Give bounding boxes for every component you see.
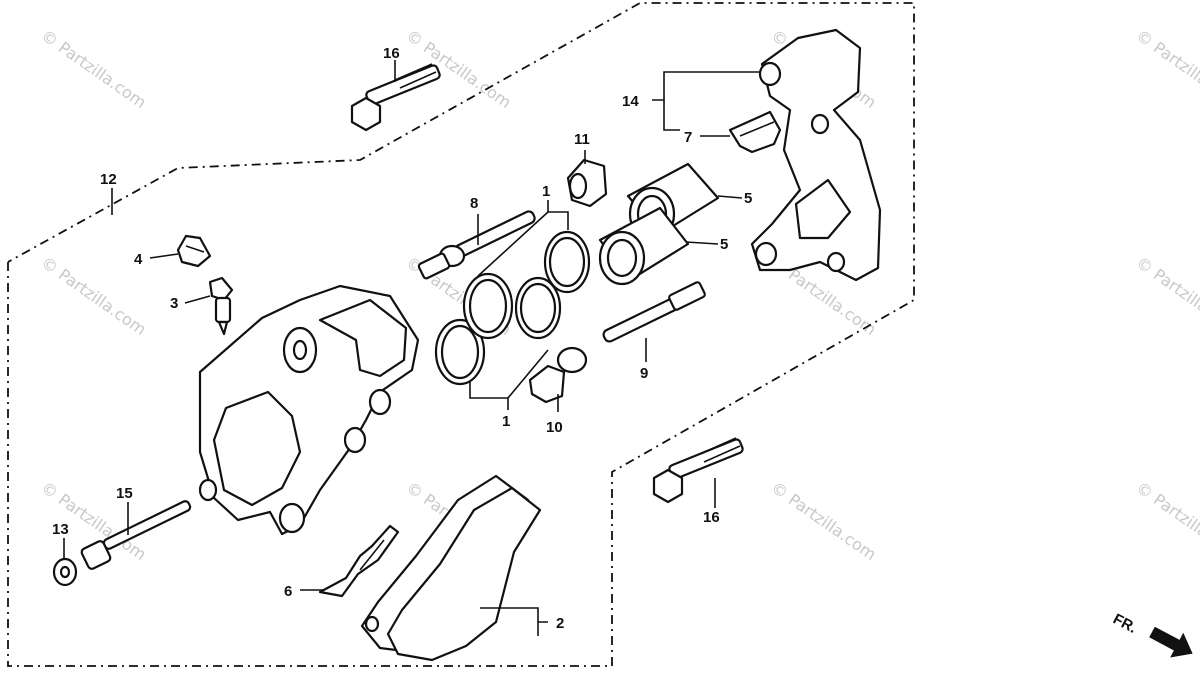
- pin-8: [417, 210, 536, 280]
- callout-label: 9: [640, 365, 648, 382]
- bleeder-cap-4: [176, 234, 212, 268]
- watermark: © Partzilla.com: [768, 478, 880, 564]
- retainer-clip-7: [728, 110, 782, 154]
- callout-label: 16: [383, 45, 400, 62]
- pad-spring-6: [318, 524, 400, 598]
- callout-label: 7: [684, 129, 692, 146]
- brake-pads-2: [360, 474, 542, 662]
- bleeder-screw-3: [208, 276, 234, 336]
- callout-label: 8: [470, 195, 478, 212]
- pin-9: [602, 281, 706, 343]
- callout-label: 12: [100, 171, 117, 188]
- callout-label: 3: [170, 295, 178, 312]
- callout-label: 4: [134, 251, 143, 268]
- callout-label: 6: [284, 583, 292, 600]
- callout-label: 10: [546, 419, 563, 436]
- callout-label: 1: [542, 183, 550, 200]
- callout-label: 5: [720, 236, 728, 253]
- callout-label: 1: [502, 413, 510, 430]
- piston-seals-1: [434, 230, 591, 386]
- callout-label: 2: [556, 615, 564, 632]
- watermark: © Partzilla.com: [1133, 253, 1200, 339]
- pin-bolt-10: [528, 346, 588, 404]
- watermark: © Partzilla.com: [1133, 478, 1200, 564]
- front-direction-indicator: FR.: [1110, 611, 1193, 658]
- leader-lines: [63, 60, 760, 636]
- piston-5-lower: [598, 206, 690, 286]
- callout-label: 16: [703, 509, 720, 526]
- bolt-16-bottom: [652, 437, 744, 504]
- part-13: [52, 540, 112, 587]
- watermark: © Partzilla.com: [38, 26, 150, 112]
- watermark: © Partzilla.com: [38, 253, 150, 339]
- caliper-bracket-14: [750, 28, 882, 282]
- boot-11: [566, 158, 608, 208]
- callout-label: 14: [622, 93, 639, 110]
- callout-label: 15: [116, 485, 133, 502]
- callout-label: 11: [574, 131, 590, 148]
- bolt-16-top: [350, 63, 441, 132]
- watermark: © Partzilla.com: [1133, 26, 1200, 112]
- front-label: FR.: [1110, 611, 1139, 637]
- front-arrow-icon: [1149, 626, 1193, 658]
- caliper-body: [198, 284, 420, 536]
- callout-label: 13: [52, 521, 69, 538]
- callout-labels: 16 12 4 3 15 13 6 2 8 1 1 10 11 5 5 9 14…: [52, 45, 752, 632]
- callout-label: 5: [744, 190, 752, 207]
